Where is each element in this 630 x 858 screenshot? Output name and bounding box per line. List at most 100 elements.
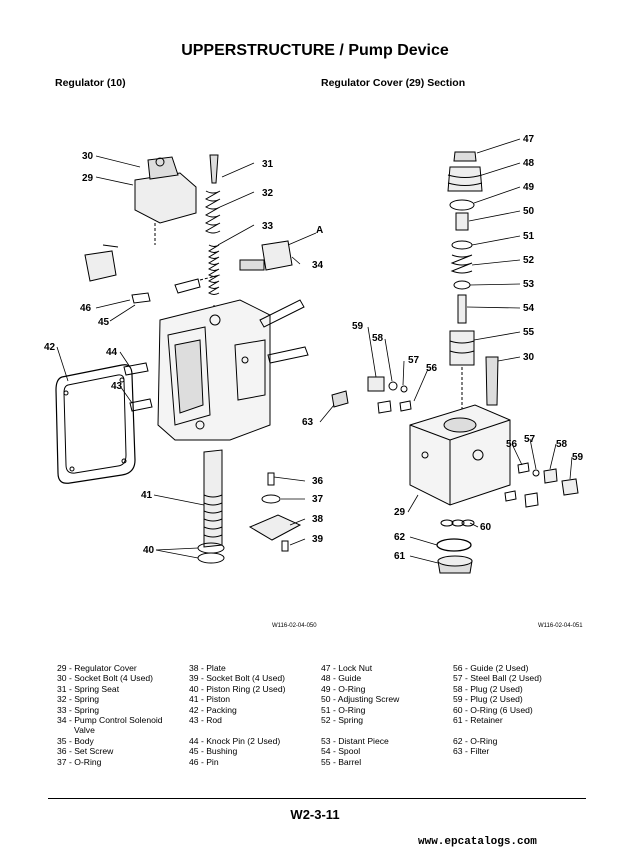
legend-item: 43 - Rod bbox=[189, 715, 222, 726]
callout-34: 34 bbox=[312, 260, 324, 271]
legend-item: 30 - Socket Bolt (4 Used) bbox=[57, 673, 154, 684]
callout-49: 49 bbox=[523, 182, 535, 193]
callout-53: 53 bbox=[523, 279, 535, 290]
callout-44: 44 bbox=[106, 347, 118, 358]
legend-item: 38 - Plate bbox=[189, 663, 226, 673]
callout-40: 40 bbox=[143, 545, 155, 556]
legend-item: 54 - Spool bbox=[321, 746, 361, 757]
figure-id-left: W116-02-04-050 bbox=[272, 623, 317, 629]
callout-61: 61 bbox=[394, 551, 406, 562]
legend-item: 61 - Retainer bbox=[453, 715, 503, 726]
legend-spacer bbox=[189, 725, 285, 735]
exploded-parts-diagram: 30 29 31 32 33 A 34 46 45 42 44 43 41 36… bbox=[44, 134, 584, 629]
callout-29: 29 bbox=[82, 173, 94, 184]
legend-spacer bbox=[453, 725, 542, 735]
callout-57: 57 bbox=[524, 434, 536, 445]
legend-item: 52 - Spring bbox=[321, 715, 364, 726]
regulator-exploded-view bbox=[55, 154, 309, 564]
callout-57: 57 bbox=[408, 355, 420, 366]
callout-39: 39 bbox=[312, 534, 324, 545]
legend-item: 47 - Lock Nut bbox=[321, 663, 373, 673]
callout-47: 47 bbox=[523, 134, 535, 145]
left-callouts bbox=[56, 155, 317, 559]
legend-item: 35 - Body bbox=[57, 735, 94, 746]
parts-legend-col-4: 56 - Guide (2 Used) 57 - Steel Ball (2 U… bbox=[453, 663, 542, 767]
callout-50: 50 bbox=[523, 206, 535, 217]
watermark-link[interactable]: www.epcatalogs.com bbox=[418, 836, 537, 848]
right-section-heading: Regulator Cover (29) Section bbox=[321, 77, 466, 89]
legend-item: 45 - Bushing bbox=[189, 746, 238, 757]
callout-37: 37 bbox=[312, 494, 324, 505]
callout-52: 52 bbox=[523, 255, 535, 266]
legend-spacer bbox=[321, 725, 399, 735]
left-callout-labels: 30 29 31 32 33 A 34 46 45 42 44 43 41 36… bbox=[44, 151, 324, 556]
legend-item: 42 - Packing bbox=[189, 704, 237, 715]
right-callout-labels: 47 48 49 50 51 52 53 54 55 59 58 57 56 3… bbox=[302, 134, 584, 562]
legend-item: 60 - O-Ring (6 Used) bbox=[453, 704, 533, 715]
footer-divider bbox=[48, 798, 586, 799]
callout-31: 31 bbox=[262, 159, 274, 170]
legend-item: 39 - Socket Bolt (4 Used) bbox=[189, 673, 286, 684]
parts-legend-col-1: 29 - Regulator Cover 30 - Socket Bolt (4… bbox=[57, 663, 163, 767]
legend-item: 57 - Steel Ball (2 Used) bbox=[453, 673, 542, 684]
callout-63: 63 bbox=[302, 417, 314, 428]
legend-item: 48 - Guide bbox=[321, 673, 362, 684]
callout-32: 32 bbox=[262, 188, 274, 199]
callout-30: 30 bbox=[82, 151, 94, 162]
callout-56: 56 bbox=[426, 363, 438, 374]
callout-38: 38 bbox=[312, 514, 324, 525]
legend-spacer bbox=[453, 757, 542, 767]
legend-item: 46 - Pin bbox=[189, 756, 219, 767]
legend-item: 49 - O-Ring bbox=[321, 683, 366, 694]
callout-58: 58 bbox=[372, 333, 384, 344]
callout-59: 59 bbox=[352, 321, 364, 332]
legend-item: 63 - Filter bbox=[453, 746, 490, 757]
legend-item: 58 - Plug (2 Used) bbox=[453, 683, 523, 694]
parts-legend-col-2: 38 - Plate 39 - Socket Bolt (4 Used) 40 … bbox=[189, 663, 285, 767]
legend-item: 31 - Spring Seat bbox=[57, 683, 120, 694]
legend-item: 36 - Set Screw bbox=[57, 746, 114, 757]
callout-54: 54 bbox=[523, 303, 535, 314]
right-callouts bbox=[319, 138, 573, 564]
callout-48: 48 bbox=[523, 158, 535, 169]
callout-A: A bbox=[316, 225, 323, 236]
figure-id-right: W116-02-04-051 bbox=[538, 623, 583, 629]
callout-29: 29 bbox=[394, 507, 406, 518]
callout-56: 56 bbox=[506, 439, 518, 450]
legend-item: 53 - Distant Piece bbox=[321, 735, 389, 746]
legend-item: 34 - Pump Control Solenoid bbox=[57, 715, 163, 726]
callout-51: 51 bbox=[523, 231, 535, 242]
legend-item: 62 - O-Ring bbox=[453, 735, 498, 746]
legend-item: 29 - Regulator Cover bbox=[57, 663, 137, 673]
legend-item: 59 - Plug (2 Used) bbox=[453, 694, 523, 705]
page-title: UPPERSTRUCTURE / Pump Device bbox=[181, 42, 449, 59]
callout-30: 30 bbox=[523, 352, 535, 363]
legend-item: 55 - Barrel bbox=[321, 756, 362, 767]
legend-item: 51 - O-Ring bbox=[321, 704, 366, 715]
regulator-cover-section-view bbox=[331, 151, 579, 574]
legend-item: 37 - O-Ring bbox=[57, 756, 102, 767]
callout-43: 43 bbox=[111, 381, 123, 392]
legend-item: 33 - Spring bbox=[57, 704, 100, 715]
left-section-heading: Regulator (10) bbox=[55, 77, 126, 89]
legend-item: 40 - Piston Ring (2 Used) bbox=[189, 683, 286, 694]
callout-55: 55 bbox=[523, 327, 535, 338]
legend-item: 44 - Knock Pin (2 Used) bbox=[189, 735, 281, 746]
callout-59: 59 bbox=[572, 452, 584, 463]
parts-legend-col-3: 47 - Lock Nut 48 - Guide 49 - O-Ring 50 … bbox=[321, 663, 399, 767]
callout-33: 33 bbox=[262, 221, 274, 232]
callout-60: 60 bbox=[480, 522, 492, 533]
callout-62: 62 bbox=[394, 532, 406, 543]
legend-item: 41 - Piston bbox=[189, 694, 231, 705]
callout-46: 46 bbox=[80, 303, 92, 314]
callout-41: 41 bbox=[141, 490, 153, 501]
callout-58: 58 bbox=[556, 439, 568, 450]
callout-42: 42 bbox=[44, 342, 56, 353]
legend-item-continued: Valve bbox=[74, 725, 95, 736]
callout-36: 36 bbox=[312, 476, 324, 487]
legend-item: 50 - Adjusting Screw bbox=[321, 694, 400, 705]
legend-item: 56 - Guide (2 Used) bbox=[453, 663, 529, 673]
legend-item: 32 - Spring bbox=[57, 694, 100, 705]
callout-45: 45 bbox=[98, 317, 110, 328]
page-number: W2-3-11 bbox=[290, 807, 340, 822]
